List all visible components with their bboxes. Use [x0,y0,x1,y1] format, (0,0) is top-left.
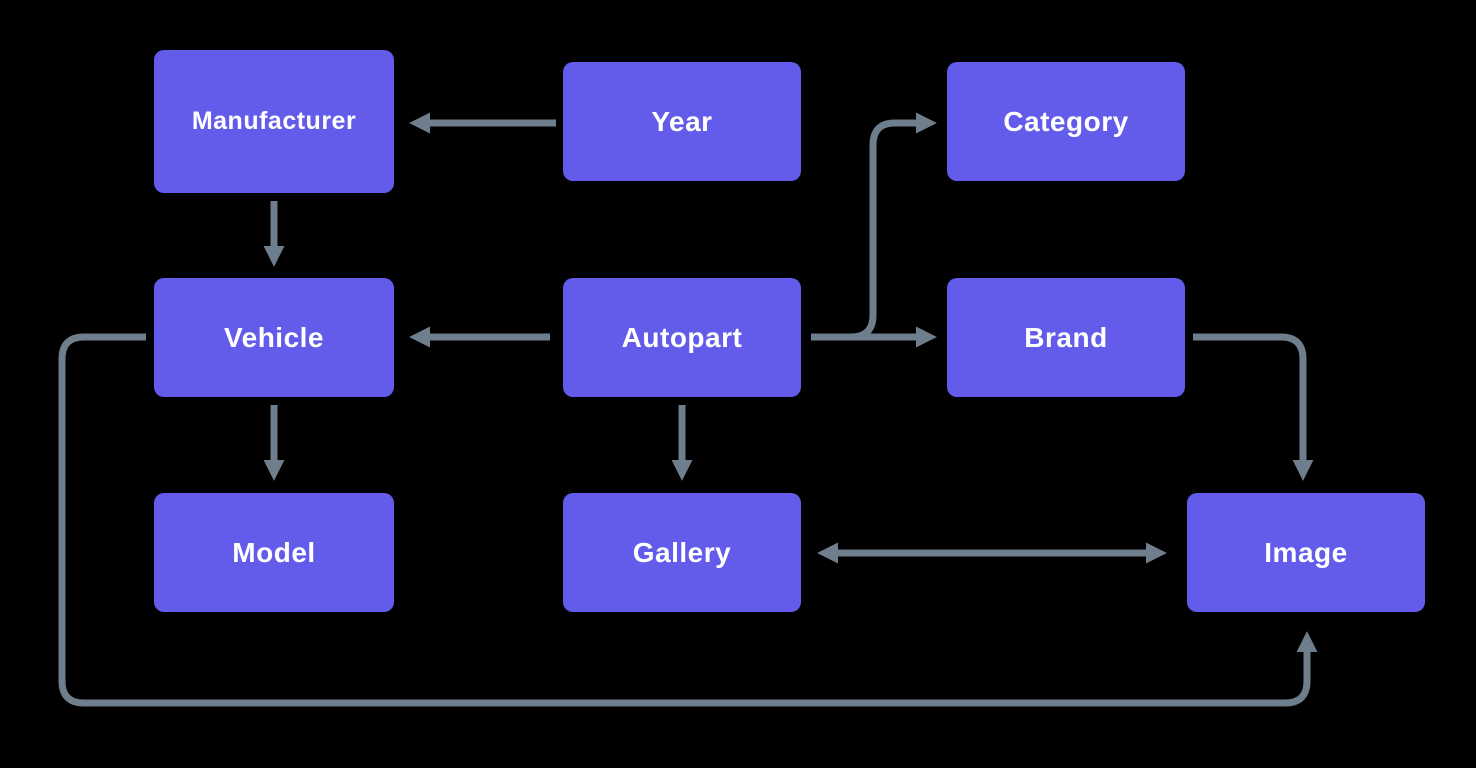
node-year: Year [563,62,801,181]
node-manufacturer-label: Manufacturer [191,107,357,135]
node-vehicle: Vehicle [154,278,394,397]
node-brand: Brand [947,278,1185,397]
node-autopart-label: Autopart [621,321,743,353]
node-year-label: Year [651,105,713,137]
node-brand-label: Brand [1024,321,1108,353]
node-vehicle-label: Vehicle [223,321,324,353]
node-manufacturer: Manufacturer [154,50,394,193]
edge-vehicle-to-image-loop-arrow [58,333,1318,707]
node-gallery-label: Gallery [632,536,732,568]
node-category-label: Category [1003,105,1129,137]
node-model: Model [154,493,394,612]
node-model-label: Model [232,536,316,568]
node-autopart: Autopart [563,278,801,397]
node-image-label: Image [1264,536,1348,568]
node-gallery: Gallery [563,493,801,612]
node-image: Image [1187,493,1425,612]
edge-brand-to-image-arrow [1193,333,1314,481]
node-category: Category [947,62,1185,181]
edge-autopart-to-category-arrow [830,112,937,341]
